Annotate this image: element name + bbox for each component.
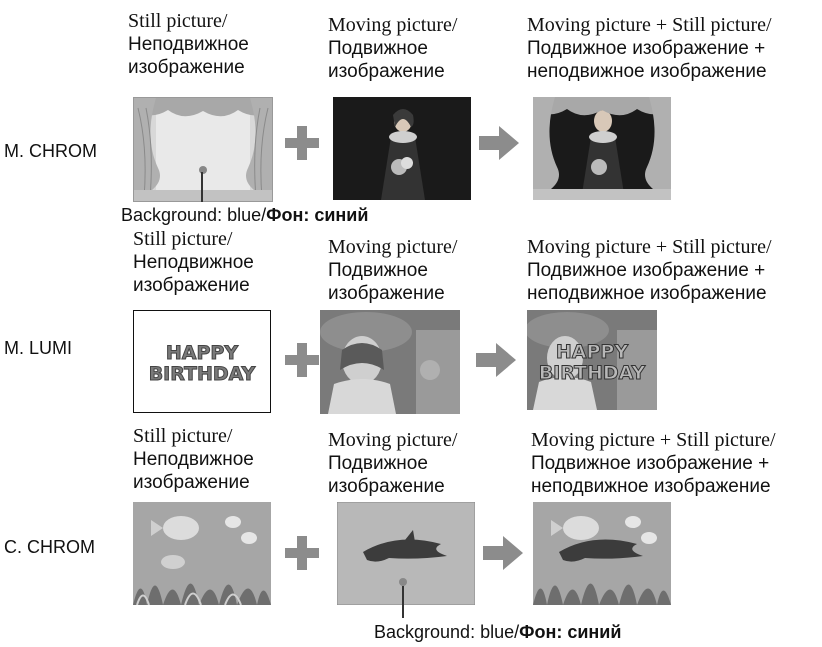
combined-picture-header-1: Moving picture + Still picture/ Подвижно… <box>527 14 772 82</box>
happy-birthday-still-image: HAPPY BIRTHDAY <box>133 310 271 413</box>
plus-icon <box>285 536 319 575</box>
background-leader-line-2 <box>402 586 404 618</box>
dolphin-moving-image <box>337 502 475 605</box>
arrow-right-icon <box>479 126 519 165</box>
mode-label-m-lumi: M. LUMI <box>4 338 73 358</box>
arrow-right-icon <box>476 343 516 382</box>
moving-picture-header-1: Moving picture/ Подвижное изображение <box>328 14 458 82</box>
aquarium-still-image <box>133 502 271 605</box>
moving-picture-header-2: Moving picture/ Подвижное изображение <box>328 236 458 304</box>
still-picture-header-1: Still picture/ Неподвижное изображение <box>128 10 249 78</box>
moving-picture-header-3: Moving picture/ Подвижное изображение <box>328 429 458 497</box>
still-picture-header-3: Still picture/ Неподвижное изображение <box>133 425 254 493</box>
background-note-2: Background: blue/Фон: синий <box>374 622 622 642</box>
combined-picture-header-3: Moving picture + Still picture/ Подвижно… <box>531 429 776 497</box>
combined-aquarium-image <box>533 502 671 605</box>
combined-picture-header-2: Moving picture + Still picture/ Подвижно… <box>527 236 772 304</box>
mode-label-m-chrom: M. CHROM <box>4 141 97 161</box>
still-picture-header-2: Still picture/ Неподвижное изображение <box>133 228 254 296</box>
combined-curtain-image <box>533 97 671 200</box>
mode-label-c-chrom: C. CHROM <box>4 537 95 557</box>
girl-moving-image <box>320 310 460 414</box>
plus-icon <box>285 343 319 382</box>
woman-moving-image <box>333 97 471 200</box>
plus-icon <box>285 126 319 165</box>
curtain-still-image <box>133 97 273 202</box>
arrow-right-icon <box>483 536 523 575</box>
background-leader-line-1 <box>201 172 203 202</box>
background-note-1: Background: blue/Фон: синий <box>121 205 369 225</box>
combined-birthday-image: HAPPY BIRTHDAY <box>527 310 657 410</box>
